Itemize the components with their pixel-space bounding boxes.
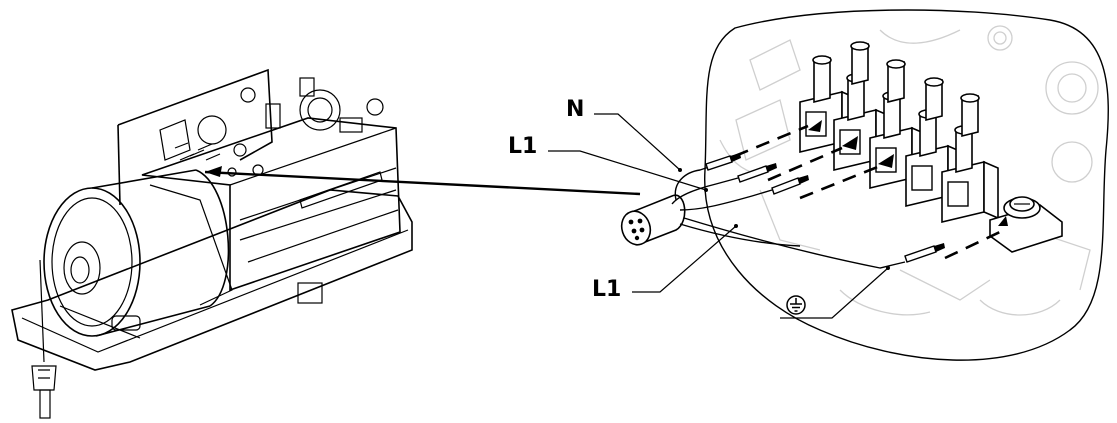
earth-terminal-screw <box>989 196 1063 253</box>
label-line-upper: L1 <box>508 134 707 191</box>
terminal-block-5 <box>941 93 999 224</box>
label-neutral: N <box>566 97 681 171</box>
label-line-lower: L1 <box>592 225 737 302</box>
pointer-line <box>204 166 641 196</box>
insertion-dashes <box>734 124 1001 260</box>
cable-bundle <box>620 153 945 270</box>
actuator-drawing <box>11 68 413 419</box>
earth-label <box>780 267 889 319</box>
protective-earth-icon <box>786 295 806 315</box>
label-line-upper-text: L1 <box>508 134 537 159</box>
label-neutral-text: N <box>566 97 584 122</box>
label-line-lower-text: L1 <box>592 277 621 302</box>
terminal-detail <box>704 9 1109 361</box>
terminal-entry-arrows <box>805 111 969 207</box>
